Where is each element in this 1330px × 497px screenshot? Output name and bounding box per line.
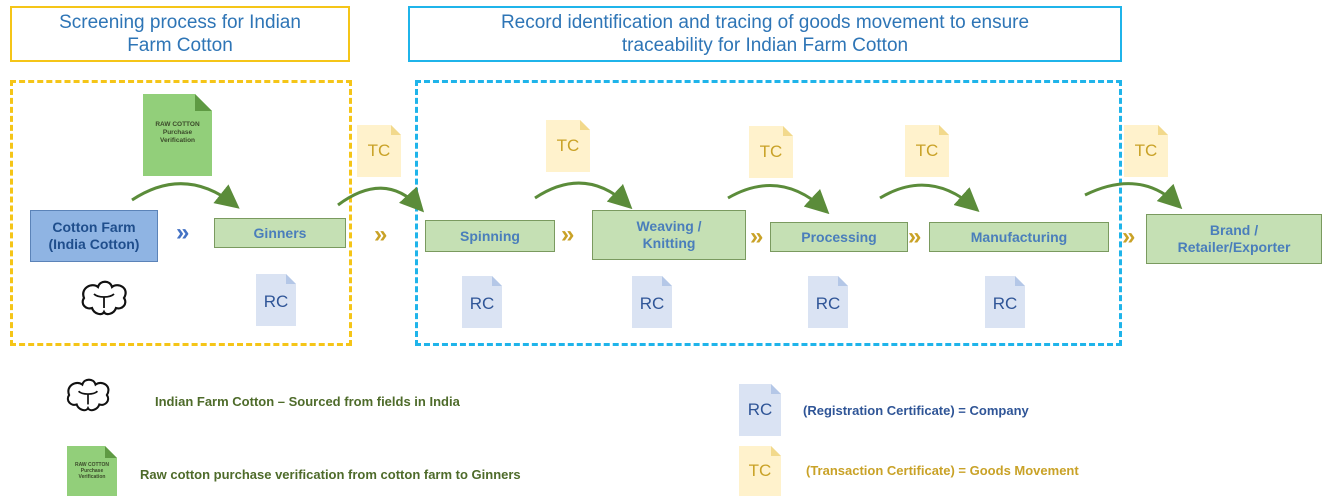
- legend-rc-text: (Registration Certificate) = Company: [803, 403, 1029, 418]
- chevron-2: »: [374, 221, 388, 248]
- arrow-farm-ginners: [131, 182, 240, 209]
- arrow-manufacturing-brand: [1084, 182, 1183, 210]
- raw-cotton-doc: RAW COTTON Purchase Verification: [143, 94, 212, 176]
- node-ginners: Ginners: [214, 218, 346, 248]
- legend-rc-label: RC: [747, 400, 773, 419]
- arrow-ginners-spinning: [337, 186, 425, 213]
- screening-zone: [10, 80, 352, 346]
- tc-label: TC: [367, 141, 391, 160]
- screening-title: Screening process for Indian Farm Cotton: [10, 6, 350, 62]
- legend-raw-text: Raw cotton purchase verification from co…: [140, 467, 521, 482]
- raw-doc-line2: Purchase: [162, 129, 193, 136]
- legend-tc-doc: TC: [739, 446, 781, 496]
- tc-doc-1: TC: [357, 125, 401, 177]
- raw-doc-line1: RAW COTTON: [155, 121, 200, 128]
- legend-cotton-boll-icon: [63, 378, 113, 412]
- rc-doc-3: RC: [632, 276, 672, 328]
- rc-doc-5: RC: [985, 276, 1025, 328]
- legend-raw-cotton-doc: RAW COTTON Purchase Verification: [67, 446, 117, 496]
- node-brand: Brand / Retailer/Exporter: [1146, 214, 1322, 264]
- rc-label: RC: [639, 294, 665, 313]
- rc-label: RC: [815, 294, 841, 313]
- chevron-4: »: [750, 223, 764, 250]
- chevron-6: »: [1122, 223, 1136, 250]
- rc-doc-2: RC: [462, 276, 502, 328]
- legend-raw-doc-line3: Verification: [78, 474, 106, 480]
- legend-tc-label: TC: [748, 461, 772, 480]
- chevron-5: »: [908, 223, 922, 250]
- arrow-weaving-processing: [727, 184, 830, 215]
- tc-doc-2: TC: [546, 120, 590, 172]
- tc-doc-4: TC: [905, 125, 949, 177]
- legend-cotton-text: Indian Farm Cotton – Sourced from fields…: [155, 394, 460, 409]
- tc-label: TC: [915, 141, 939, 160]
- chevron-3: »: [561, 221, 575, 248]
- rc-label: RC: [992, 294, 1018, 313]
- tc-doc-5: TC: [1124, 125, 1168, 177]
- cotton-boll-icon: [78, 280, 130, 316]
- legend-tc-text: (Transaction Certificate) = Goods Moveme…: [806, 463, 1079, 478]
- tc-doc-3: TC: [749, 126, 793, 178]
- arrow-processing-manufacturing: [879, 183, 980, 212]
- tracing-zone: [415, 80, 1122, 346]
- raw-doc-line3: Verification: [159, 137, 196, 144]
- tc-label: TC: [759, 142, 783, 161]
- node-manufacturing: Manufacturing: [929, 222, 1109, 252]
- arrow-spinning-weaving: [534, 181, 633, 210]
- rc-doc-4: RC: [808, 276, 848, 328]
- node-spinning: Spinning: [425, 220, 555, 252]
- rc-label: RC: [263, 292, 289, 311]
- node-weaving: Weaving / Knitting: [592, 210, 746, 260]
- node-processing: Processing: [770, 222, 908, 252]
- tc-label: TC: [1134, 141, 1158, 160]
- tc-label: TC: [556, 136, 580, 155]
- legend-raw-doc-line1: RAW COTTON: [74, 462, 110, 468]
- tracing-title: Record identification and tracing of goo…: [408, 6, 1122, 62]
- legend-rc-doc: RC: [739, 384, 781, 436]
- node-cotton-farm: Cotton Farm (India Cotton): [30, 210, 158, 262]
- legend-raw-doc-line2: Purchase: [80, 468, 104, 474]
- chevron-1: »: [176, 219, 190, 246]
- rc-doc-1: RC: [256, 274, 296, 326]
- rc-label: RC: [469, 294, 495, 313]
